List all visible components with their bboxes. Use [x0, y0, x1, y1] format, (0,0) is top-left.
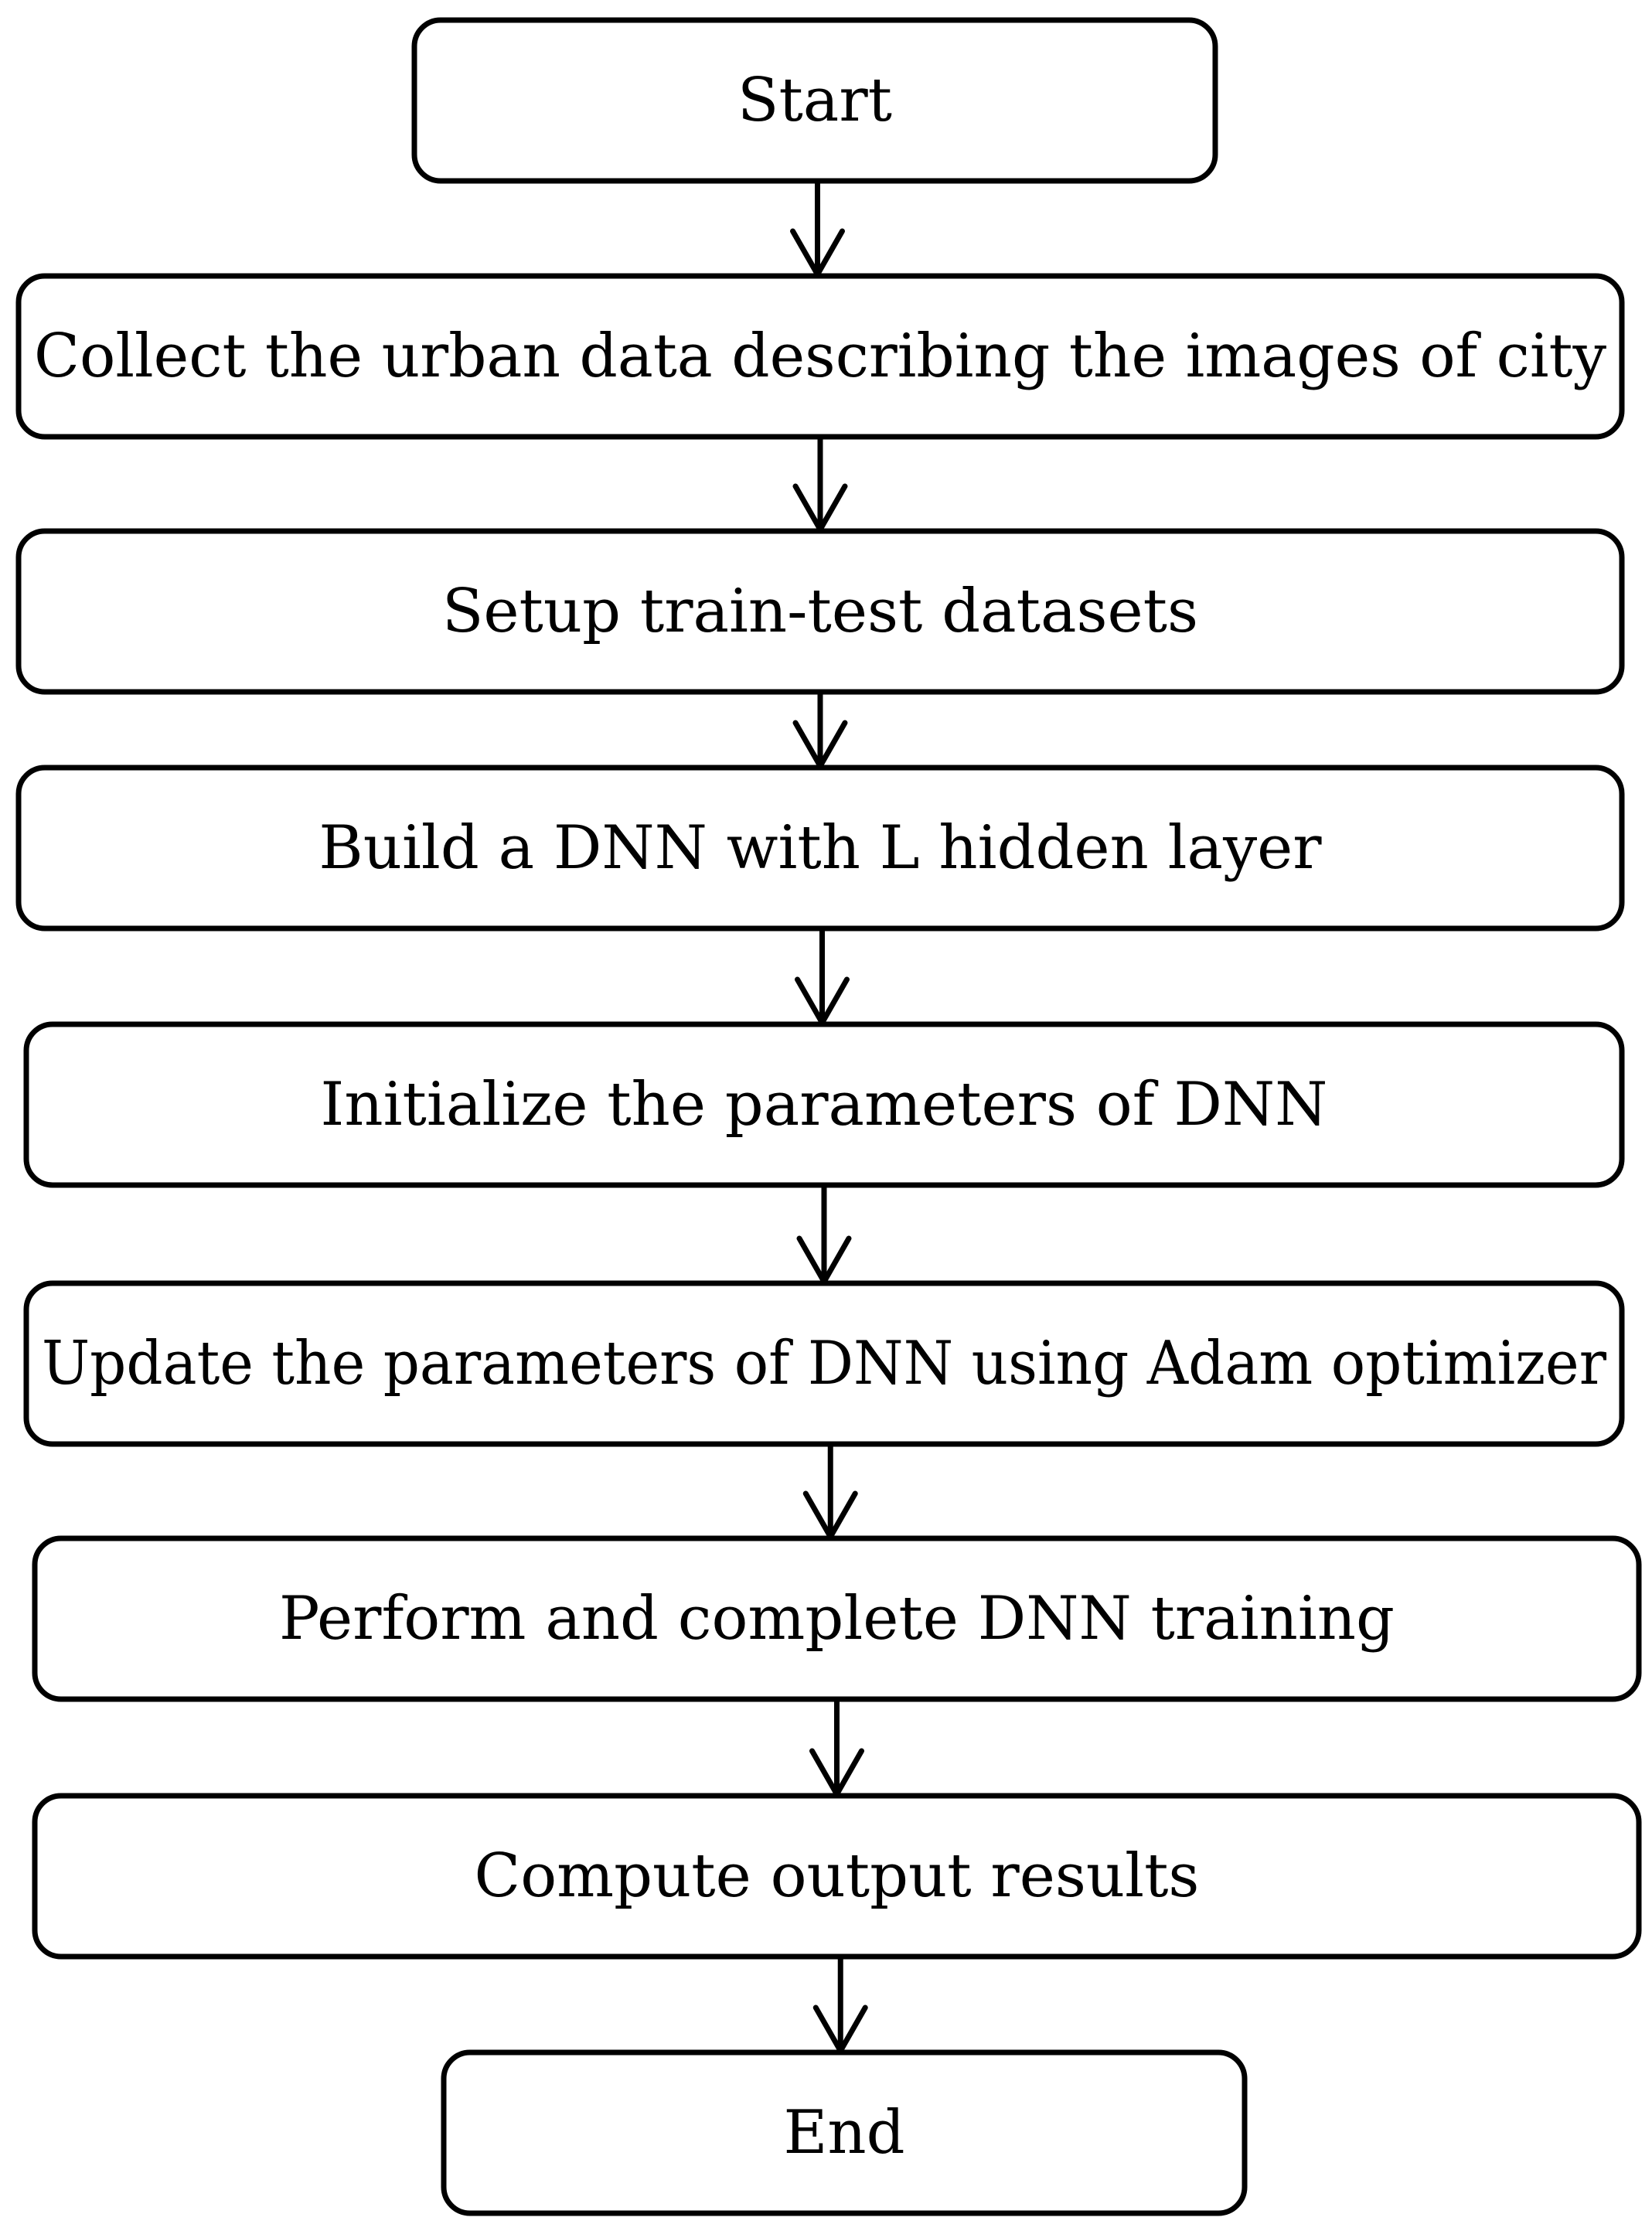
- node-label-train: Perform and complete DNN training: [279, 1584, 1395, 1654]
- node-label-build: Build a DNN with L hidden layer: [318, 813, 1322, 883]
- node-update: Update the parameters of DNN using Adam …: [23, 1280, 1625, 1447]
- arrow-train-to-compute: [809, 1696, 864, 1797]
- arrow-collect-to-setup: [792, 434, 848, 533]
- arrow-start-to-collect: [790, 178, 845, 278]
- node-build: Build a DNN with L hidden layer: [15, 765, 1625, 932]
- node-label-setup: Setup train-test datasets: [442, 577, 1198, 646]
- node-label-start: Start: [737, 66, 892, 135]
- node-box-build: [15, 765, 1625, 932]
- node-box-init: [23, 1021, 1625, 1188]
- node-label-end: End: [783, 2098, 904, 2168]
- node-collect: Collect the urban data describing the im…: [15, 273, 1625, 440]
- node-end: End: [441, 2049, 1248, 2216]
- node-start: Start: [411, 17, 1218, 184]
- node-setup: Setup train-test datasets: [15, 528, 1625, 695]
- node-box-end: [441, 2049, 1248, 2216]
- arrow-build-to-init: [795, 925, 850, 1026]
- node-compute: Compute output results: [32, 1793, 1642, 1960]
- node-box-setup: [15, 528, 1625, 695]
- node-train: Perform and complete DNN training: [32, 1535, 1642, 1702]
- node-box-start: [411, 17, 1218, 184]
- node-box-update: [23, 1280, 1625, 1447]
- arrow-compute-to-end: [812, 1953, 868, 2054]
- arrow-update-to-train: [802, 1441, 858, 1540]
- node-label-update: Update the parameters of DNN using Adam …: [42, 1329, 1607, 1398]
- node-label-init: Initialize the parameters of DNN: [321, 1070, 1328, 1139]
- node-box-train: [32, 1535, 1642, 1702]
- arrow-init-to-update: [796, 1182, 852, 1285]
- node-box-compute: [32, 1793, 1642, 1960]
- arrow-setup-to-build: [792, 689, 848, 769]
- node-label-collect: Collect the urban data describing the im…: [34, 322, 1606, 391]
- node-label-compute: Compute output results: [475, 1841, 1200, 1911]
- node-box-collect: [15, 273, 1625, 440]
- node-init: Initialize the parameters of DNN: [23, 1021, 1625, 1188]
